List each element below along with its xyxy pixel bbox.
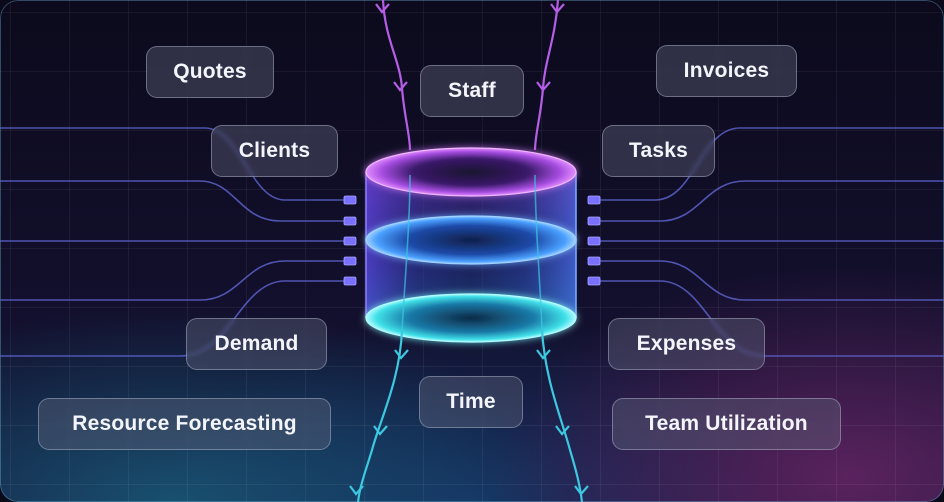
arrowhead-2 <box>393 81 408 92</box>
left-connectors <box>343 195 357 286</box>
wire-right-2 <box>596 180 944 222</box>
left-wires <box>0 127 348 357</box>
inner-flow-lines <box>401 174 543 331</box>
arrowhead-10 <box>574 485 589 496</box>
wire-right-4 <box>596 260 944 301</box>
label-tasks: Tasks <box>602 125 715 177</box>
right-connectors <box>587 195 601 286</box>
arrowhead-3 <box>550 3 565 14</box>
incoming-arrow-right <box>533 0 560 151</box>
incoming-arrow-left <box>381 0 412 151</box>
label-team-utilization: Team Utilization <box>612 398 841 450</box>
wire-left-2 <box>0 180 348 222</box>
label-resource-forecasting: Resource Forecasting <box>38 398 331 450</box>
label-staff: Staff <box>420 65 524 117</box>
arrowhead-4 <box>536 81 551 92</box>
incoming-arrows <box>375 0 565 151</box>
label-time: Time <box>419 376 523 428</box>
label-expenses: Expenses <box>608 318 765 370</box>
wire-left-4 <box>0 260 348 301</box>
arrowhead-6 <box>536 349 551 360</box>
outgoing-arrows <box>349 329 589 502</box>
cylinder-top-cap <box>366 148 576 196</box>
cylinder-bottom-ring <box>366 294 576 342</box>
cylinder-middle-ring <box>366 216 576 264</box>
arrowhead-8 <box>555 425 570 436</box>
arrowhead-5 <box>394 349 409 360</box>
arrowhead-9 <box>349 485 364 496</box>
outgoing-arrow-right <box>540 329 584 502</box>
outgoing-arrow-left <box>356 329 404 502</box>
label-demand: Demand <box>186 318 327 370</box>
label-invoices: Invoices <box>656 45 797 97</box>
database-cylinder <box>365 147 577 343</box>
arrowhead-7 <box>373 425 388 436</box>
label-clients: Clients <box>211 125 338 177</box>
label-quotes: Quotes <box>146 46 274 98</box>
arrowhead-1 <box>375 3 390 14</box>
